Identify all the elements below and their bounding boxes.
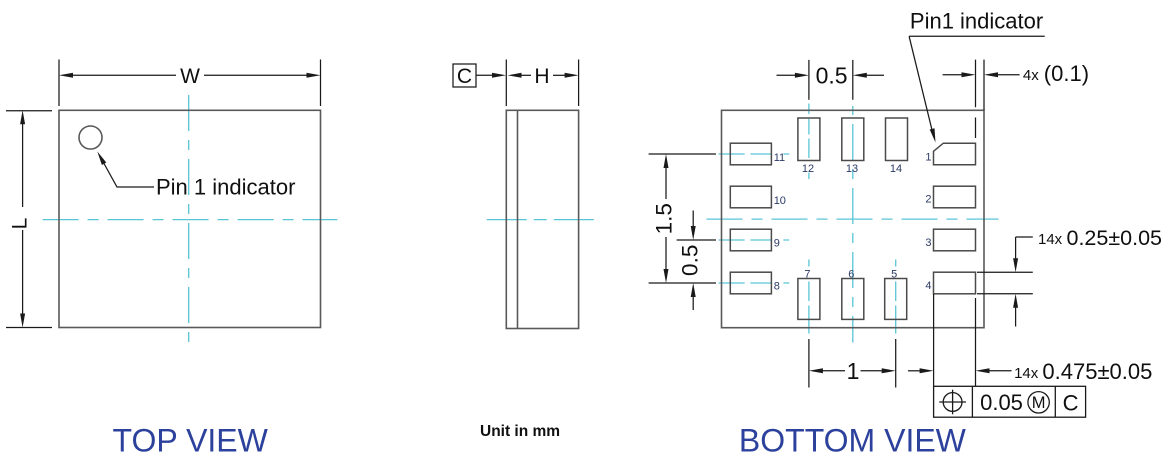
svg-text:Pin 1 indicator: Pin 1 indicator (156, 174, 295, 199)
svg-text:2: 2 (925, 194, 931, 206)
svg-text:H: H (534, 65, 549, 88)
svg-text:Pin1 indicator: Pin1 indicator (910, 8, 1043, 33)
svg-text:BOTTOM VIEW: BOTTOM VIEW (739, 423, 967, 459)
svg-text:0.05: 0.05 (980, 390, 1023, 415)
svg-text:0.5: 0.5 (816, 62, 848, 88)
svg-text:5: 5 (891, 269, 897, 281)
svg-text:Unit in mm: Unit in mm (480, 423, 560, 440)
svg-text:W: W (180, 65, 200, 88)
svg-text:13: 13 (846, 163, 858, 175)
svg-text:1: 1 (925, 152, 931, 164)
svg-text:7: 7 (804, 269, 810, 281)
svg-text:1.5: 1.5 (651, 203, 676, 234)
svg-text:0.5: 0.5 (677, 245, 702, 276)
svg-text:4: 4 (925, 280, 931, 292)
svg-text:8: 8 (774, 281, 780, 293)
svg-text:14x: 14x (1014, 365, 1039, 382)
svg-text:14: 14 (890, 163, 902, 175)
svg-text:1: 1 (847, 358, 860, 384)
svg-text:(0.1): (0.1) (1044, 61, 1089, 86)
svg-text:10: 10 (774, 195, 786, 207)
svg-text:C: C (1063, 391, 1079, 416)
svg-text:4x: 4x (1023, 67, 1039, 84)
svg-text:C: C (457, 65, 472, 88)
svg-text:6: 6 (848, 269, 854, 281)
svg-text:M: M (1032, 394, 1046, 412)
svg-text:14x: 14x (1038, 231, 1063, 248)
svg-text:12: 12 (802, 163, 814, 175)
svg-text:0.25±0.05: 0.25±0.05 (1067, 226, 1163, 250)
svg-text:L: L (8, 218, 31, 230)
svg-text:0.475±0.05: 0.475±0.05 (1042, 359, 1152, 384)
svg-text:9: 9 (774, 238, 780, 250)
svg-text:3: 3 (925, 237, 931, 249)
svg-text:TOP VIEW: TOP VIEW (113, 423, 269, 459)
svg-text:11: 11 (774, 152, 785, 164)
